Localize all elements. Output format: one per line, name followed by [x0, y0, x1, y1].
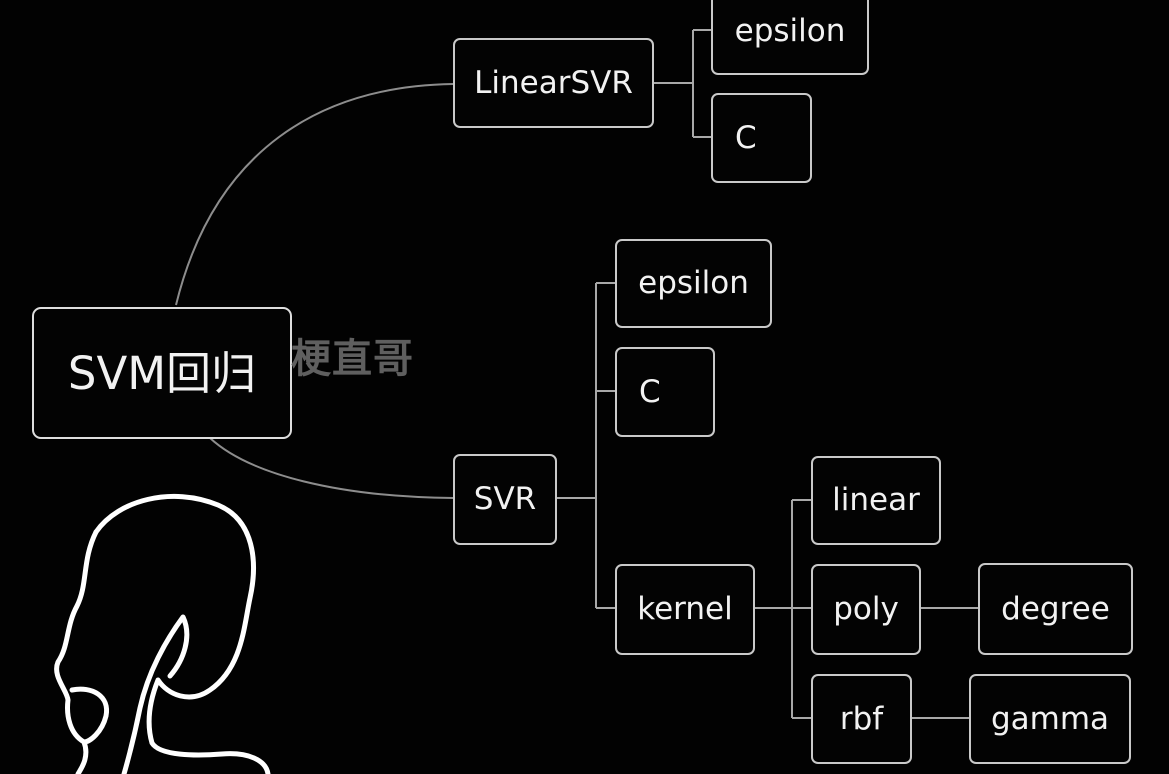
- node-kernel-linear-label: linear: [832, 482, 920, 518]
- node-linearsvr-epsilon[interactable]: epsilon: [711, 0, 869, 75]
- node-poly-degree[interactable]: degree: [978, 563, 1133, 655]
- node-svr-kernel[interactable]: kernel: [615, 564, 755, 655]
- node-linearsvr-epsilon-label: epsilon: [734, 13, 846, 49]
- thinking-figure-face-profile: [57, 532, 96, 774]
- node-svr-label: SVR: [473, 481, 537, 517]
- node-svr-c[interactable]: C: [615, 347, 715, 437]
- node-kernel-linear[interactable]: linear: [811, 456, 941, 545]
- node-rbf-gamma[interactable]: gamma: [969, 674, 1131, 764]
- connector-root-linearsvr: [176, 84, 453, 305]
- watermark-text: 梗直哥: [291, 336, 414, 382]
- connector-root-svr: [210, 438, 453, 498]
- node-kernel-rbf[interactable]: rbf: [811, 674, 912, 764]
- node-svr-kernel-label: kernel: [637, 591, 733, 627]
- thinking-figure-jaw: [72, 689, 107, 742]
- root-node-label: SVM回归: [67, 346, 257, 400]
- node-svr-epsilon[interactable]: epsilon: [615, 239, 772, 328]
- node-svr[interactable]: SVR: [453, 454, 557, 545]
- node-linearsvr-c[interactable]: C: [711, 93, 812, 183]
- node-kernel-rbf-label: rbf: [839, 700, 884, 737]
- node-kernel-poly-label: poly: [833, 591, 899, 627]
- node-linearsvr-c-label: C: [735, 119, 757, 156]
- root-node-svm-regression[interactable]: SVM回归: [32, 307, 292, 439]
- node-poly-degree-label: degree: [1001, 590, 1110, 627]
- node-linearsvr[interactable]: LinearSVR: [453, 38, 654, 128]
- node-svr-c-label: C: [639, 373, 661, 410]
- thinking-figure-head-outline: [96, 496, 268, 774]
- node-rbf-gamma-label: gamma: [990, 700, 1110, 737]
- thinking-figure-arm: [124, 617, 187, 774]
- node-svr-epsilon-label: epsilon: [638, 265, 749, 301]
- node-linearsvr-label: LinearSVR: [474, 64, 633, 101]
- node-kernel-poly[interactable]: poly: [811, 564, 921, 655]
